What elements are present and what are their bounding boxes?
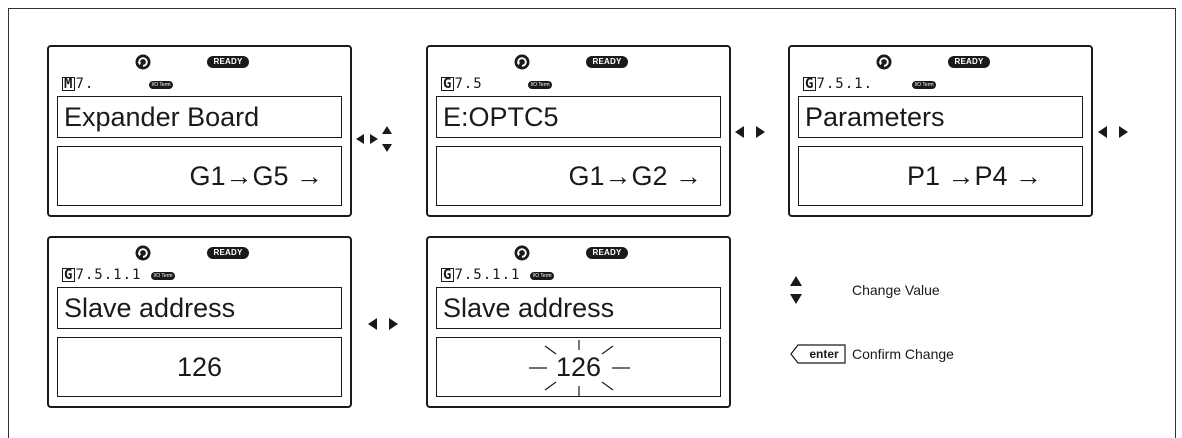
io-term-indicator: I/O Term <box>530 272 554 280</box>
ready-indicator: READY <box>207 247 249 259</box>
io-term-label: I/O Term <box>914 82 934 88</box>
ready-indicator: READY <box>586 56 628 68</box>
legend-change-value: Change Value <box>852 282 940 298</box>
left-right-arrows-icon <box>368 318 398 330</box>
display-title: Expander Board <box>57 96 342 138</box>
status-icons: READY <box>790 54 1091 70</box>
rotation-direction-icon <box>135 245 151 261</box>
io-term-indicator: I/O Term <box>912 81 936 89</box>
io-term-indicator: I/O Term <box>528 81 552 89</box>
ready-indicator: READY <box>586 247 628 259</box>
display-value-text: 126 <box>555 352 602 382</box>
display-title: Parameters <box>798 96 1083 138</box>
rotation-direction-icon <box>514 245 530 261</box>
menu-letter: G <box>803 76 817 92</box>
blinking-rays-icon <box>529 340 630 396</box>
enter-key-label: enter <box>809 347 839 361</box>
io-term-indicator: I/O Term <box>151 272 175 280</box>
io-term-label: I/O Term <box>151 82 171 88</box>
left-right-arrows-icon <box>1098 126 1128 138</box>
menu-number: 7.5.1.1 <box>75 267 142 283</box>
io-term-label: I/O Term <box>532 273 552 279</box>
display-title: E:OPTC5 <box>436 96 721 138</box>
menu-letter: G <box>62 267 76 283</box>
display-value-blinking: 126 <box>436 337 721 397</box>
status-icons: READY <box>428 54 729 70</box>
menu-letter: M <box>62 76 76 92</box>
io-term-indicator: I/O Term <box>149 81 173 89</box>
menu-number: 7.5.1.1 <box>454 267 521 283</box>
display-title: Slave address <box>57 287 342 329</box>
io-term-label: I/O Term <box>153 273 173 279</box>
menu-letter: G <box>441 267 455 283</box>
rotation-direction-icon <box>876 54 892 70</box>
display-value: P1 →P4 → <box>798 146 1083 206</box>
display-title: Slave address <box>436 287 721 329</box>
status-icons: READY <box>49 54 350 70</box>
status-icons: READY <box>428 245 729 261</box>
left-right-arrows-icon <box>356 126 392 152</box>
io-term-label: I/O Term <box>530 82 550 88</box>
menu-letter: G <box>441 76 455 92</box>
ready-indicator: READY <box>207 56 249 68</box>
up-down-arrows-icon <box>382 126 392 152</box>
display-value: 126 <box>57 337 342 397</box>
display-value: G1→G2 → <box>436 146 721 206</box>
display-value: G1→G5 → <box>57 146 342 206</box>
status-icons: READY <box>49 245 350 261</box>
rotation-direction-icon <box>514 54 530 70</box>
diagram-frame <box>8 8 1176 438</box>
ready-indicator: READY <box>948 56 990 68</box>
enter-key-icon <box>790 344 846 364</box>
legend-confirm-change: Confirm Change <box>852 346 954 362</box>
menu-number: 7.5.1. <box>816 76 874 92</box>
rotation-direction-icon <box>135 54 151 70</box>
menu-number: 7. <box>75 76 95 92</box>
up-down-arrows-icon <box>790 276 802 304</box>
menu-number: 7.5 <box>454 76 483 92</box>
left-right-arrows-icon <box>735 126 765 138</box>
